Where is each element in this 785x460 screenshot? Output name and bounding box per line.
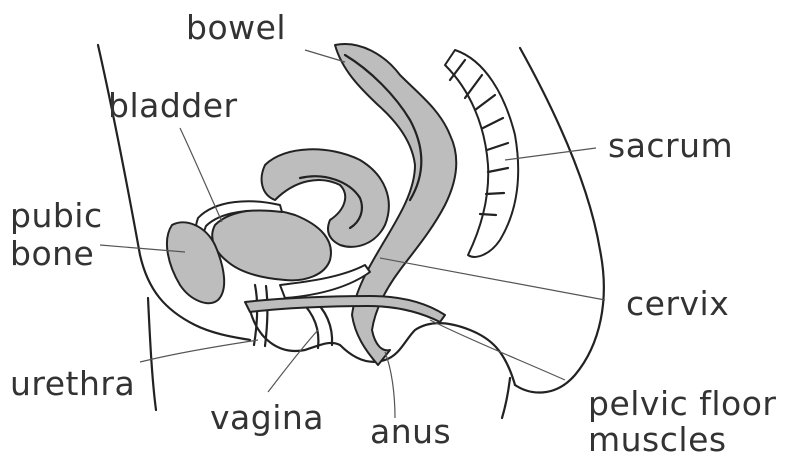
urethra-tube (254, 285, 257, 345)
leader-sacrum (505, 148, 596, 160)
urethra-tube (265, 286, 267, 346)
leader-cervix (380, 258, 605, 300)
bladder-shape (212, 210, 331, 281)
label-bladder: bladder (108, 86, 238, 126)
label-pubic-bone-line2: bone (10, 234, 94, 274)
label-vagina: vagina (210, 398, 324, 438)
body-back-outline (515, 48, 604, 393)
label-cervix: cervix (626, 284, 729, 324)
leader-anus (385, 352, 395, 418)
label-pelvic-floor-line1: pelvic floor (588, 384, 776, 424)
sacrum-segment (480, 214, 496, 215)
pelvic-floor-band (245, 296, 445, 322)
sacrum-segment (486, 193, 504, 194)
label-bowel: bowel (186, 8, 286, 48)
label-urethra: urethra (10, 364, 135, 404)
label-pubic-bone-line1: pubic (10, 196, 103, 236)
leader-urethra (140, 340, 258, 362)
thigh-outline-right (502, 378, 510, 418)
label-sacrum: sacrum (608, 126, 733, 166)
perineum-outline (250, 310, 515, 385)
label-anus: anus (370, 412, 451, 452)
leader-bladder (180, 128, 222, 222)
label-pelvic-floor-line2: muscles (588, 420, 727, 460)
leader-vagina (268, 330, 318, 392)
thigh-outline-left (148, 298, 156, 410)
